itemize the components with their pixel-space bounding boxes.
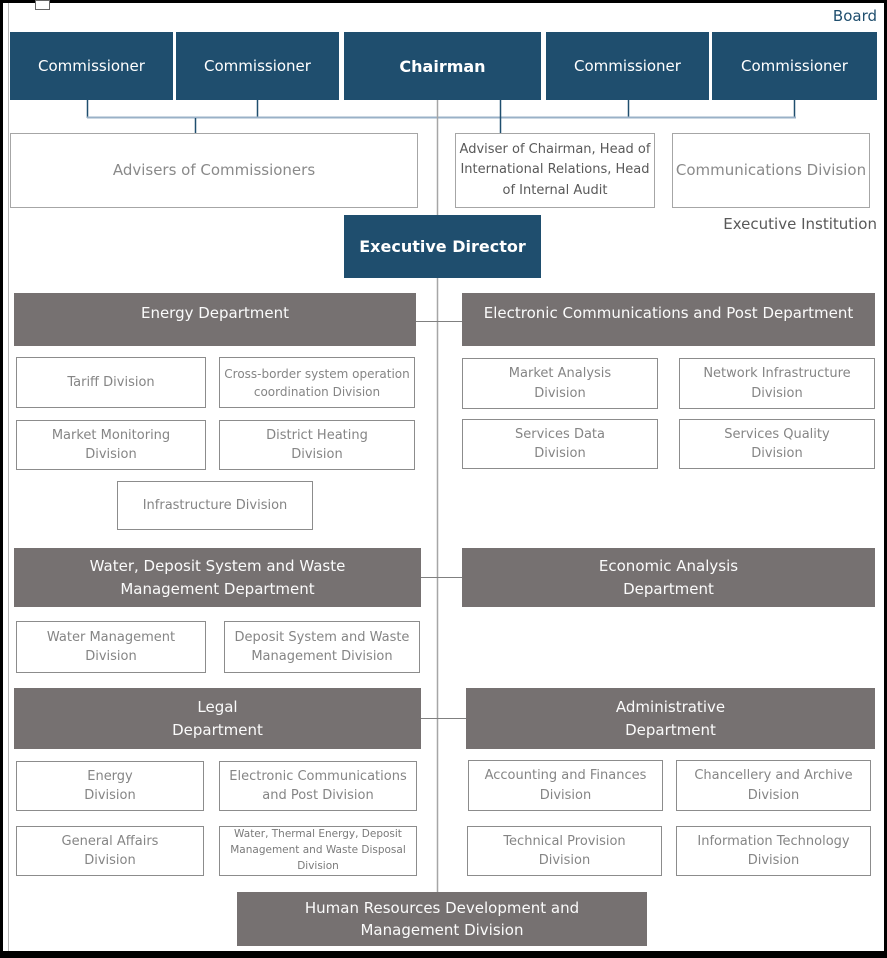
- water-department-header[interactable]: Water, Deposit System and Waste Manageme…: [14, 548, 421, 607]
- services-data-division-box[interactable]: Services Data Division: [462, 419, 658, 469]
- inner-frame-line: [8, 3, 9, 951]
- commissioner-box-2[interactable]: Commissioner: [176, 32, 339, 100]
- services-quality-division-box[interactable]: Services Quality Division: [679, 419, 875, 469]
- network-infrastructure-division-box[interactable]: Network Infrastructure Division: [679, 358, 875, 409]
- energy-division-box[interactable]: Energy Division: [16, 761, 204, 811]
- energy-department-header[interactable]: Energy Department: [14, 293, 416, 346]
- water-thermal-division-box[interactable]: Water, Thermal Energy, Deposit Managemen…: [219, 826, 417, 876]
- general-affairs-division-box[interactable]: General Affairs Division: [16, 826, 204, 876]
- tariff-division-box[interactable]: Tariff Division: [16, 357, 206, 408]
- hr-division-header[interactable]: Human Resources Development and Manageme…: [237, 892, 647, 946]
- cross-border-division-box[interactable]: Cross-border system operation coordinati…: [219, 357, 415, 408]
- commissioner-box-3[interactable]: Commissioner: [546, 32, 709, 100]
- commissioner-box-4[interactable]: Commissioner: [712, 32, 877, 100]
- technical-provision-division-box[interactable]: Technical Provision Division: [467, 826, 662, 876]
- market-analysis-division-box[interactable]: Market Analysis Division: [462, 358, 658, 409]
- deposit-waste-division-box[interactable]: Deposit System and Waste Management Divi…: [224, 621, 420, 673]
- commissioner-box-1[interactable]: Commissioner: [10, 32, 173, 100]
- executive-institution-label: Executive Institution: [723, 215, 877, 233]
- communications-division-box[interactable]: Communications Division: [672, 133, 870, 208]
- district-heating-division-box[interactable]: District Heating Division: [219, 420, 415, 470]
- executive-director-box[interactable]: Executive Director: [344, 215, 541, 278]
- board-label: Board: [832, 7, 877, 25]
- economic-analysis-department-header[interactable]: Economic Analysis Department: [462, 548, 875, 607]
- water-management-division-box[interactable]: Water Management Division: [16, 621, 206, 673]
- ecp-department-header[interactable]: Electronic Communications and Post Depar…: [462, 293, 875, 346]
- advisers-of-commissioners-box[interactable]: Advisers of Commissioners: [10, 133, 418, 208]
- selection-handle[interactable]: [35, 0, 50, 10]
- chairman-box[interactable]: Chairman: [344, 32, 541, 100]
- adviser-of-chairman-box[interactable]: Adviser of Chairman, Head of Internation…: [455, 133, 655, 208]
- legal-department-header[interactable]: Legal Department: [14, 688, 421, 749]
- information-technology-division-box[interactable]: Information Technology Division: [676, 826, 871, 876]
- accounting-finances-division-box[interactable]: Accounting and Finances Division: [468, 760, 663, 811]
- chancellery-archive-division-box[interactable]: Chancellery and Archive Division: [676, 760, 871, 811]
- administrative-department-header[interactable]: Administrative Department: [466, 688, 875, 749]
- infrastructure-division-box[interactable]: Infrastructure Division: [117, 481, 313, 530]
- market-monitoring-division-box[interactable]: Market Monitoring Division: [16, 420, 206, 470]
- ecp-division-box[interactable]: Electronic Communications and Post Divis…: [219, 761, 417, 811]
